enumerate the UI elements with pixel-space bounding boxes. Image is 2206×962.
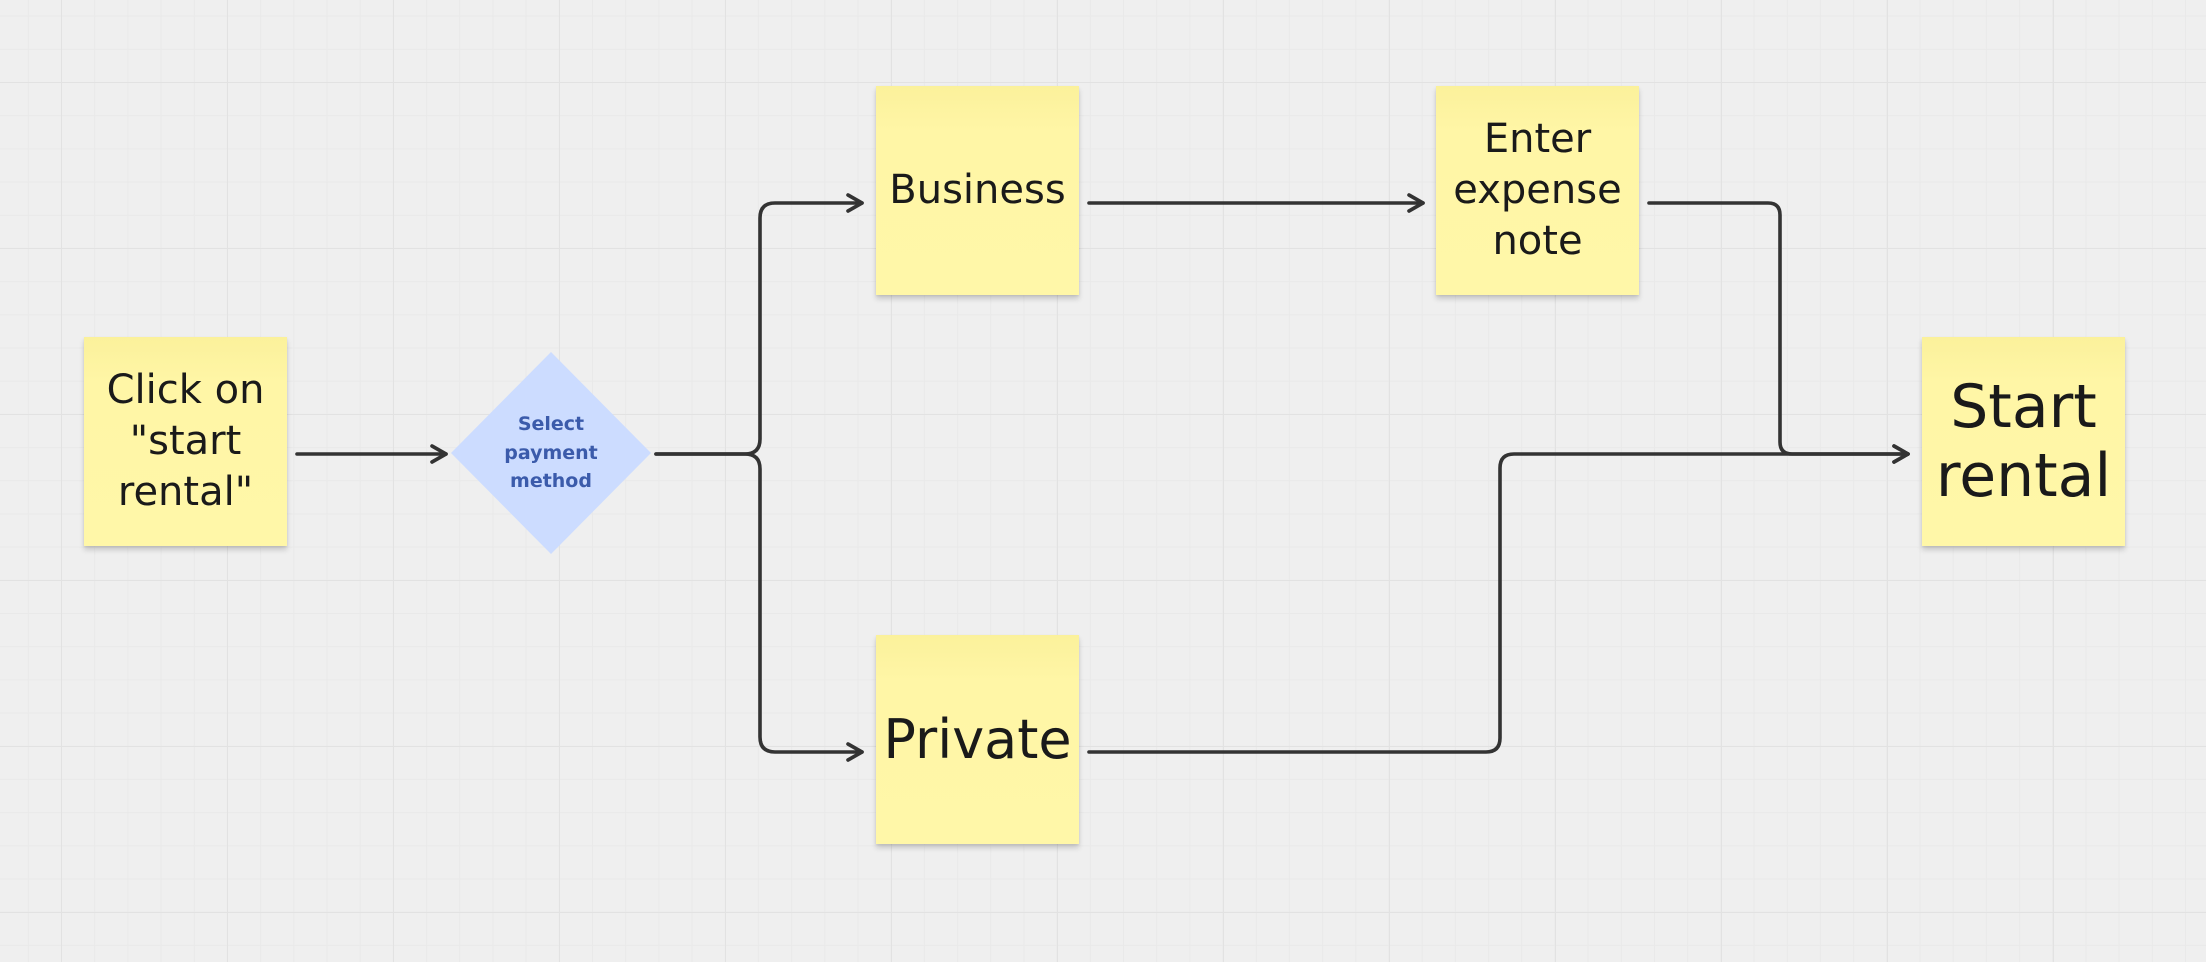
connector-expense-note-to-start-rental[interactable] bbox=[1647, 201, 1910, 464]
connector-decision-to-business[interactable] bbox=[654, 193, 864, 456]
sticky-private[interactable]: Private bbox=[876, 635, 1079, 844]
sticky-click-start-rental-text: Click on "start rental" bbox=[106, 366, 265, 516]
connector-private-to-start-rental[interactable] bbox=[1087, 444, 1910, 754]
sticky-start-rental[interactable]: Start rental bbox=[1922, 337, 2125, 546]
decision-label: Select payment method bbox=[504, 413, 598, 493]
sticky-enter-expense-note-text: Enter expense note bbox=[1453, 115, 1622, 265]
sticky-click-start-rental[interactable]: Click on "start rental" bbox=[84, 337, 287, 546]
sticky-start-rental-text: Start rental bbox=[1935, 371, 2112, 511]
sticky-business-text: Business bbox=[889, 166, 1066, 213]
sticky-private-text: Private bbox=[883, 707, 1072, 771]
decision-diamond-shape bbox=[451, 352, 651, 554]
sticky-enter-expense-note[interactable]: Enter expense note bbox=[1436, 86, 1639, 295]
decision-select-payment-method[interactable]: Select payment method bbox=[449, 350, 653, 556]
sticky-business[interactable]: Business bbox=[876, 86, 1079, 295]
connector-decision-to-private[interactable] bbox=[654, 452, 864, 762]
